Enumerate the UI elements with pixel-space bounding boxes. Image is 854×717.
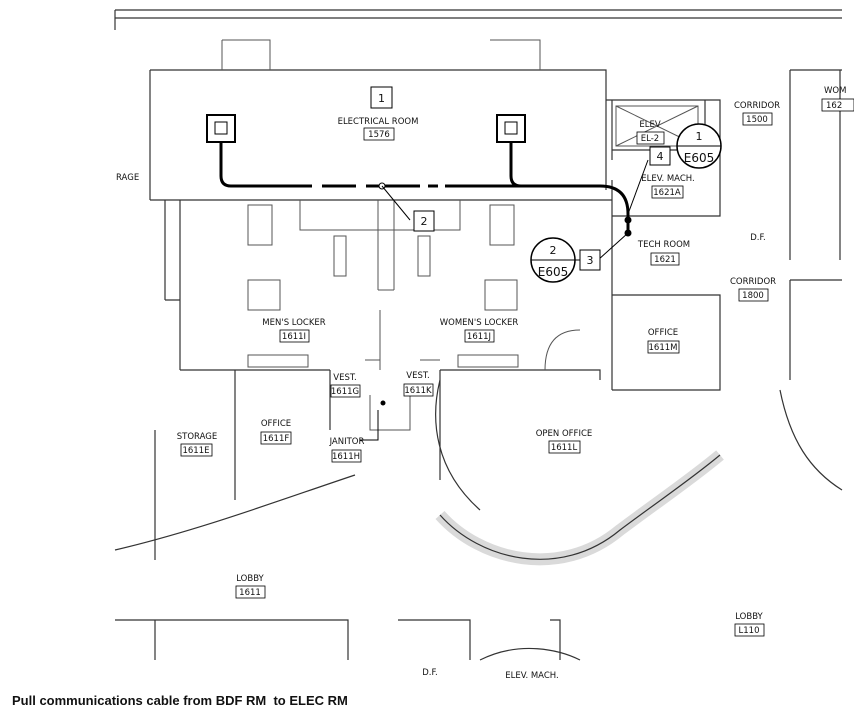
cable-end-dot <box>624 216 632 224</box>
tech-room-number: 1621 <box>654 255 676 265</box>
open-office-number: 1611L <box>551 443 578 453</box>
janitor-dot <box>380 400 386 406</box>
partial-label-df-right: D.F. <box>750 233 765 243</box>
office-1611m-name: OFFICE <box>648 328 678 338</box>
detail-callout-2-number: 2 <box>550 244 557 257</box>
detail-callout-1: 1 E605 <box>676 123 722 169</box>
detail-callout-1-number: 1 <box>696 130 703 143</box>
floor-plan-drawing: 1 2 3 4 1 E605 2 E605 ELECTRICAL ROOM 15… <box>114 9 854 681</box>
lobby-l110-name: LOBBY <box>735 612 763 622</box>
electrical-room-number: 1576 <box>368 130 390 140</box>
curved-wall <box>435 450 724 566</box>
detail-callout-1-sheet: E605 <box>684 151 715 165</box>
womens-locker-name: WOMEN'S LOCKER <box>440 318 519 328</box>
elev-mach-number: 1621A <box>653 188 681 198</box>
elev-name: ELEV <box>639 120 660 130</box>
interior-fixtures <box>221 39 699 431</box>
keynote-4: 4 <box>649 146 671 166</box>
office-1611m-number: 1611M <box>649 343 678 353</box>
corridor-1500-name: CORRIDOR <box>734 101 780 111</box>
vest-k-name: VEST. <box>406 371 429 381</box>
partial-label-storage: RAGE <box>116 173 139 183</box>
mens-locker-name: MEN'S LOCKER <box>262 318 325 328</box>
partial-label-elev-mach-bottom: ELEV. MACH. <box>505 671 558 681</box>
keynote-4-number: 4 <box>657 150 664 163</box>
elev-mach-name: ELEV. MACH. <box>641 174 694 184</box>
lobby-1611-name: LOBBY <box>236 574 264 584</box>
lobby-l110-number: L110 <box>739 626 760 636</box>
lobby-1611-number: 1611 <box>239 588 261 598</box>
storage-name: STORAGE <box>177 432 217 442</box>
electrical-room-name: ELECTRICAL ROOM <box>338 117 419 127</box>
womens-locker-number: 1611J <box>467 332 491 342</box>
panel-box-right <box>496 114 526 143</box>
keynote-2: 2 <box>413 210 435 232</box>
partial-label-room-number: 162 <box>826 101 842 111</box>
keynote-1: 1 <box>370 86 393 109</box>
detail-callout-2: 2 E605 <box>530 237 576 283</box>
vest-k-number: 1611K <box>404 386 432 396</box>
corridor-1800-name: CORRIDOR <box>730 277 776 287</box>
mens-locker-number: 1611I <box>282 332 306 342</box>
tech-room-name: TECH ROOM <box>637 240 690 250</box>
office-1611f-number: 1611F <box>263 434 290 444</box>
storage-number: 1611E <box>182 446 209 456</box>
panel-box-left <box>206 114 236 143</box>
janitor-number: 1611H <box>332 452 360 462</box>
leader-lines <box>360 159 649 441</box>
elev-number: EL-2 <box>641 134 659 144</box>
instruction-caption: Pull communications cable from BDF RM to… <box>12 693 348 708</box>
partial-label-wom: WOM <box>824 86 846 96</box>
vest-g-name: VEST. <box>333 373 356 383</box>
keynote-3: 3 <box>579 249 601 271</box>
partial-label-df-bottom: D.F. <box>422 668 437 678</box>
keynote-2-number: 2 <box>421 215 428 228</box>
janitor-name: JANITOR <box>329 437 365 447</box>
keynote-1-number: 1 <box>378 92 385 105</box>
detail-callout-2-sheet: E605 <box>538 265 569 279</box>
corridor-1800-number: 1800 <box>742 291 764 301</box>
vest-g-number: 1611G <box>331 387 359 397</box>
open-office-name: OPEN OFFICE <box>536 429 593 439</box>
office-1611f-name: OFFICE <box>261 419 291 429</box>
walls <box>114 9 843 661</box>
keynote-3-number: 3 <box>587 254 594 267</box>
corridor-1500-number: 1500 <box>746 115 768 125</box>
